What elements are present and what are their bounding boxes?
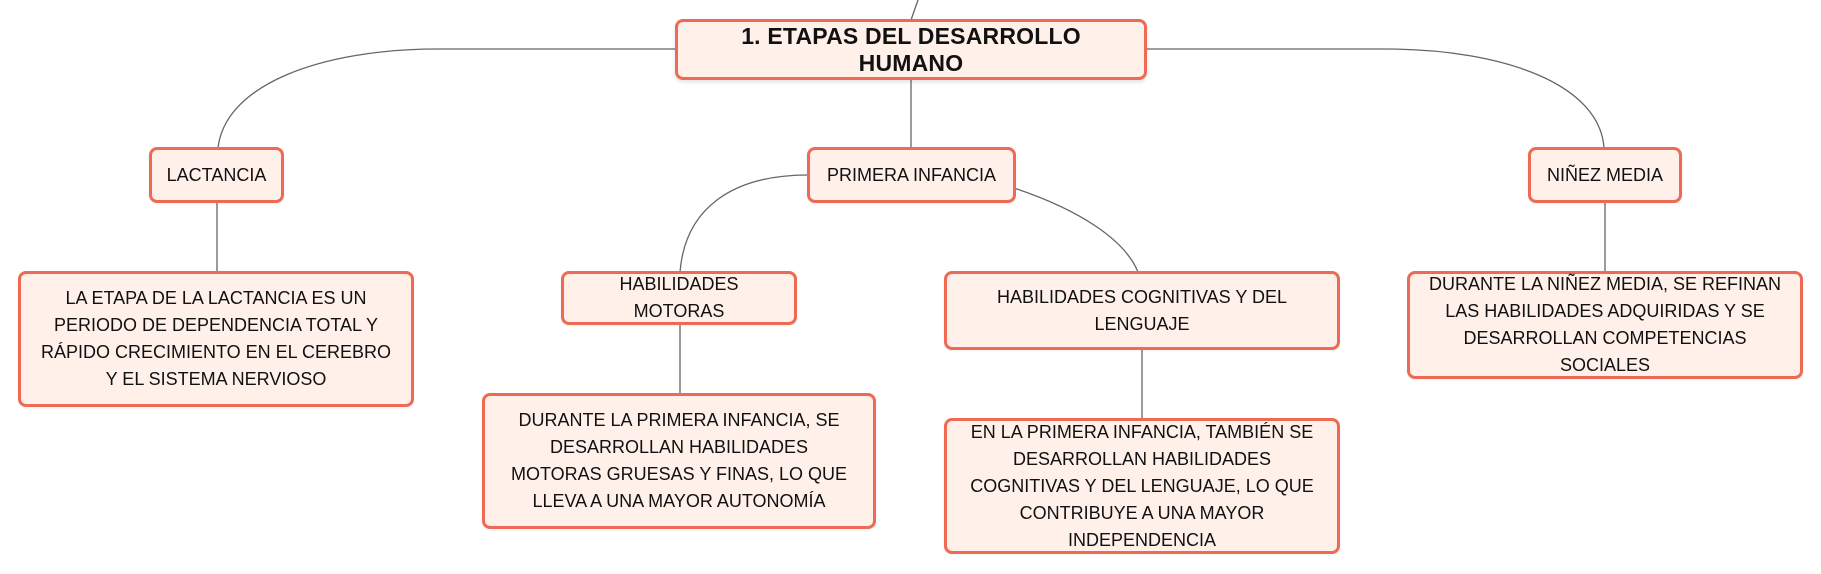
lactancia-description-text: LA ETAPA DE LA LACTANCIA ES UN PERIODO D… — [40, 288, 392, 389]
topic-primera-infancia-label: PRIMERA INFANCIA — [826, 164, 997, 185]
connector-primera-infancia-to-motoras — [679, 174, 809, 273]
topic-ninez-media[interactable]: NIÑEZ MEDIA — [1528, 147, 1682, 203]
topic-habilidades-cognitivas[interactable]: HABILIDADES COGNITIVAS Y DEL LENGUAJE — [944, 271, 1340, 350]
connector-primera-infancia-to-cognitivas — [1013, 187, 1139, 273]
connector-parent-to-root — [910, 0, 919, 21]
topic-ninez-media-description[interactable]: DURANTE LA NIÑEZ MEDIA, SE REFINAN LAS H… — [1407, 271, 1803, 379]
topic-ninez-media-label: NIÑEZ MEDIA — [1546, 164, 1663, 185]
connector-root-to-ninez-media — [1147, 48, 1605, 149]
habilidades-cognitivas-label: HABILIDADES COGNITIVAS Y DEL LENGUAJE — [996, 286, 1288, 334]
cognitivas-description-text: EN LA PRIMERA INFANCIA, TAMBIÉN SE DESAR… — [970, 421, 1314, 550]
root-topic-label: 1. ETAPAS DEL DESARROLLO HUMANO — [741, 22, 1081, 76]
connector-root-to-lactancia — [217, 48, 676, 149]
topic-primera-infancia[interactable]: PRIMERA INFANCIA — [807, 147, 1016, 203]
habilidades-motoras-label: HABILIDADES MOTORAS — [619, 274, 739, 321]
topic-motoras-description[interactable]: DURANTE LA PRIMERA INFANCIA, SE DESARROL… — [482, 393, 876, 529]
motoras-description-text: DURANTE LA PRIMERA INFANCIA, SE DESARROL… — [510, 410, 848, 511]
topic-lactancia[interactable]: LACTANCIA — [149, 147, 284, 203]
topic-lactancia-label: LACTANCIA — [166, 164, 267, 185]
ninez-media-description-text: DURANTE LA NIÑEZ MEDIA, SE REFINAN LAS H… — [1428, 274, 1782, 375]
root-topic[interactable]: 1. ETAPAS DEL DESARROLLO HUMANO — [675, 19, 1147, 80]
topic-lactancia-description[interactable]: LA ETAPA DE LA LACTANCIA ES UN PERIODO D… — [18, 271, 414, 407]
topic-cognitivas-description[interactable]: EN LA PRIMERA INFANCIA, TAMBIÉN SE DESAR… — [944, 418, 1340, 554]
topic-habilidades-motoras[interactable]: HABILIDADES MOTORAS — [561, 271, 797, 325]
